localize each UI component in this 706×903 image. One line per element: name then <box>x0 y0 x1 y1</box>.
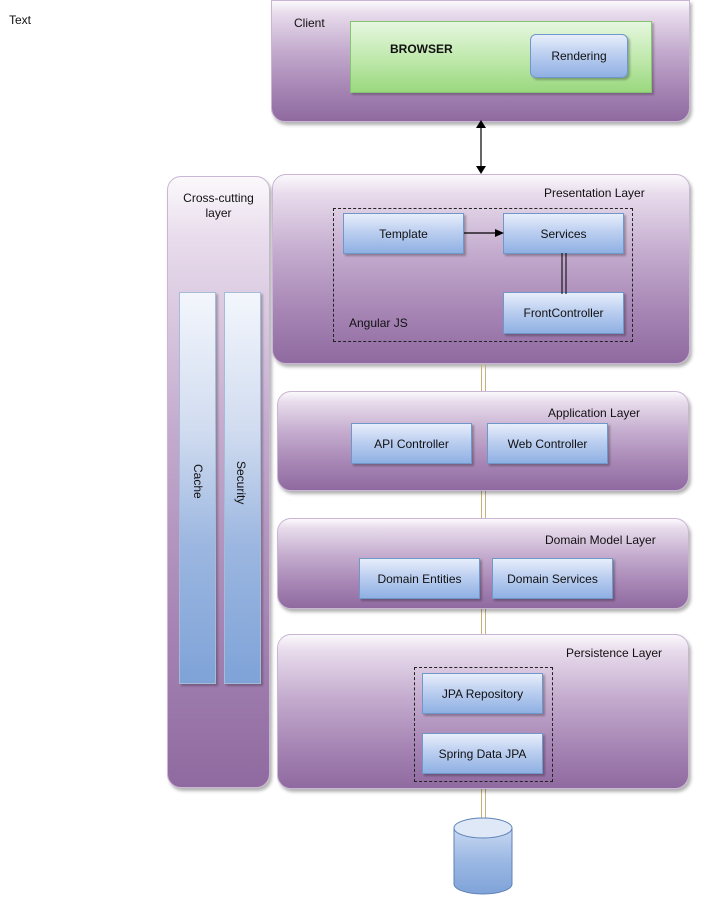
cache-bar[interactable] <box>179 292 216 684</box>
cross-cutting-title-line2: layer <box>205 206 232 220</box>
corner-text: Text <box>9 13 32 27</box>
template-services-arrow <box>464 229 504 237</box>
jpa-group <box>414 667 553 782</box>
front-controller-box[interactable]: FrontController <box>503 292 624 334</box>
jpa-repository-box[interactable]: JPA Repository <box>422 673 543 714</box>
application-domain-connector <box>481 491 486 519</box>
cache-label: Cache <box>191 464 205 499</box>
cross-cutting-title-line1: Cross-cutting <box>183 191 254 205</box>
security-label: Security <box>234 461 248 505</box>
presentation-application-connector <box>481 364 486 392</box>
domain-entities-box[interactable]: Domain Entities <box>359 558 480 599</box>
application-title: Application Layer <box>548 406 641 420</box>
database-icon[interactable] <box>450 814 518 900</box>
persistence-database-connector <box>481 789 486 819</box>
domain-model-layer[interactable] <box>277 518 689 609</box>
presentation-title: Presentation Layer <box>544 186 645 200</box>
spring-data-jpa-box[interactable]: Spring Data JPA <box>422 733 543 774</box>
domain-persistence-connector <box>481 609 486 635</box>
persistence-title: Persistence Layer <box>566 646 663 660</box>
client-presentation-arrow <box>476 120 486 174</box>
client-title: Client <box>294 16 325 30</box>
web-controller-box[interactable]: Web Controller <box>487 423 608 464</box>
services-frontcontroller-link <box>561 253 567 294</box>
rendering-box[interactable]: Rendering <box>530 34 628 78</box>
angular-js-label: Angular JS <box>349 316 408 330</box>
application-layer[interactable] <box>277 391 689 491</box>
template-box[interactable]: Template <box>343 213 464 254</box>
security-bar[interactable] <box>224 292 261 684</box>
browser-label: BROWSER <box>390 42 453 56</box>
api-controller-box[interactable]: API Controller <box>351 423 472 464</box>
domain-model-title: Domain Model Layer <box>545 533 656 547</box>
services-box[interactable]: Services <box>503 213 624 254</box>
angular-js-group <box>333 208 633 342</box>
domain-services-box[interactable]: Domain Services <box>492 558 613 599</box>
